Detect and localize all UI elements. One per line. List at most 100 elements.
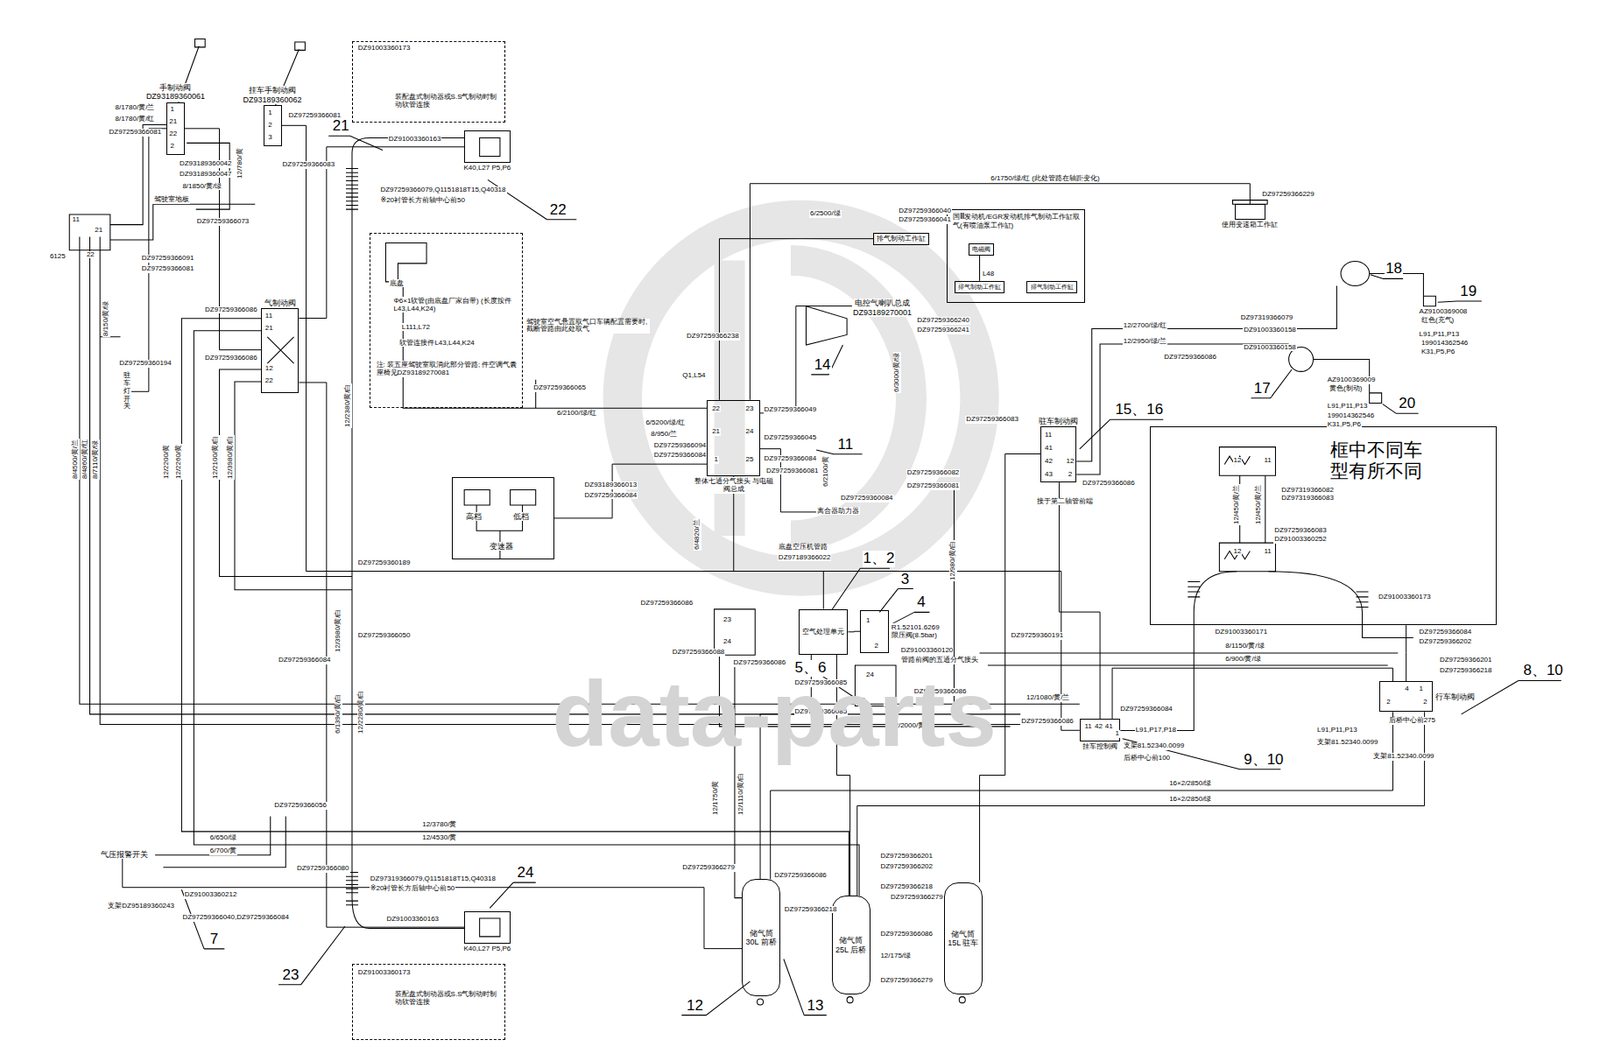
node-text: R1.52101.6269 <box>890 623 941 632</box>
part-label: DZ97259366065 <box>532 384 587 393</box>
part-label: DZ97259366086 <box>733 659 788 668</box>
part-label: DZ97259360084 <box>839 494 895 503</box>
part-label: DZ91003360171 <box>1214 628 1269 637</box>
pipe-connector <box>298 382 465 928</box>
part-label: DZ97319366079,Q1151818T15,Q40318 <box>369 875 497 884</box>
part-label: DZ97259366086 <box>640 599 695 608</box>
node-text: 电控气喇叭总成 <box>853 298 911 308</box>
valve-symbol <box>69 39 1436 938</box>
part-label: DZ97259366279 <box>681 864 736 873</box>
pipe-spec: 12/450/黄/兰 <box>1254 484 1263 526</box>
part-label: 23 <box>745 405 755 414</box>
part-label: DZ97259366279 <box>889 894 945 903</box>
part-label: 23 <box>722 616 733 625</box>
node-text: K40,L27 P5,P6 <box>462 944 512 953</box>
part-label: 16×2/2850/绿 <box>1168 796 1213 804</box>
part-label: L91,P11,P13 <box>1418 331 1461 339</box>
part-label: 12/2700/绿/红 <box>1122 322 1168 331</box>
part-label: DZ97259366202 <box>1418 638 1474 647</box>
part-label: DZ91003360173 <box>357 969 412 978</box>
part-label: 8/1150/黄/绿 <box>1224 642 1265 651</box>
caption: 使用变速箱工作缸 <box>1220 220 1279 229</box>
node-text: K40,L27 P5,P6 <box>462 163 512 172</box>
part-label: DZ97259366241 <box>916 326 971 335</box>
part-label: K31,P5,P6 <box>1420 348 1456 357</box>
part-label: 22 <box>264 377 275 386</box>
part-label: 2 <box>1385 698 1391 707</box>
callout-number: 7 <box>209 931 219 949</box>
pipe-spec: 12/2380/黄/白 <box>344 383 353 429</box>
part-label: DZ91003360120 <box>900 647 955 656</box>
pipe-spec: 12/780/黄 <box>236 147 245 180</box>
callout-number: 13 <box>805 998 825 1015</box>
part-label: 1 <box>169 105 175 114</box>
node-text: 电磁阀 <box>971 246 992 254</box>
pipe-spec: 6/1390/黄/白 <box>334 693 343 735</box>
pipe-connector <box>718 239 874 401</box>
part-label: DZ97319366082 <box>1280 486 1335 495</box>
part-label: DZ97259366202 <box>879 863 934 872</box>
node-text: 排气制动工作缸 <box>1029 283 1075 291</box>
part-label: DZ97259360191 <box>1010 632 1065 641</box>
part-label: DZ97259360194 <box>118 359 173 368</box>
valve-box: 排气制动工作缸 <box>954 281 1005 294</box>
reservoir-tank: 储气筒 15L 驻车 <box>944 882 983 995</box>
part-label: DZ93189360047 <box>178 170 233 179</box>
part-label: DZ97259366086 <box>1081 479 1136 488</box>
part-label: DZ97259366086 <box>1162 353 1218 362</box>
node-text: 驻车制动阀 <box>1037 416 1079 426</box>
pipe-spec: 12/1750/黄 <box>711 780 720 817</box>
callout-number: 3 <box>900 571 910 589</box>
part-label: 21 <box>264 324 275 333</box>
node-text: 储气筒 25L 后桥 <box>834 936 868 955</box>
part-label: 2 <box>873 642 879 651</box>
part-label: 41 <box>1043 444 1054 453</box>
part-label: 11 <box>71 216 81 225</box>
part-label: L91,P11,P13 <box>1316 726 1359 735</box>
part-label: 12 <box>1233 548 1243 557</box>
pipe-spec: 12/2280/黄/白 <box>357 690 366 735</box>
part-label: 12/3780/黄 <box>421 821 458 830</box>
part-label: 24 <box>722 638 733 647</box>
node-text: 挂车控制阀 <box>1081 742 1119 751</box>
callout-number: 24 <box>516 865 536 882</box>
node-text: 手制动阀 <box>158 83 192 92</box>
component-label: 离合器助力器 <box>816 507 860 515</box>
part-label: 2 <box>1422 698 1428 707</box>
group-region: 框中不同车 型有所不同 <box>1149 426 1497 626</box>
caption: 驻车制动阀 <box>1037 416 1079 426</box>
drain-valve <box>757 999 764 1006</box>
part-label: DZ97259366201 <box>879 852 934 861</box>
part-label: L48 <box>981 270 995 279</box>
callout-number: 4 <box>916 594 926 612</box>
pipe-spec: 8/4500/黄/兰 <box>71 438 80 480</box>
node-text: 储气筒 30L 前桥 <box>744 929 778 948</box>
part-label: 11 <box>1262 457 1272 466</box>
caption: 挂车控制阀 <box>1081 742 1119 751</box>
node-text: 驻车灯开关 <box>122 372 132 411</box>
part-label: DZ97259366084 <box>653 451 708 460</box>
callout-number: 8、10 <box>1522 662 1564 680</box>
callout-number: 22 <box>549 202 568 219</box>
part-label: DZ97259366073 <box>196 218 251 226</box>
callout-number: 1、2 <box>862 550 896 568</box>
reservoir-tank: 储气筒 30L 前桥 <box>741 879 781 997</box>
part-label: 11 <box>1083 723 1093 732</box>
pipe-spec: 8/150/黄/绿 <box>102 299 111 337</box>
part-label: 43 <box>1043 471 1054 480</box>
part-label: DZ97259366240 <box>916 317 971 325</box>
valve-box: 使用变速箱工作缸 <box>1234 204 1266 219</box>
part-label: 6/5200/绿/红 <box>644 419 686 428</box>
node-text: DZ93189360062 <box>242 95 304 105</box>
part-label: DZ97259366040,DZ97259366084 <box>181 914 289 923</box>
part-label: 1 <box>712 456 719 465</box>
pipe-connector <box>760 306 853 414</box>
part-label: ※20衬管长方前轴中心前50 <box>379 197 466 205</box>
part-label: 22 <box>168 130 178 139</box>
group-region: 装配盘式制动器或S.S气制动时制动软管连接 <box>352 41 506 123</box>
part-label: 24 <box>745 428 755 437</box>
part-label: DZ97259366086 <box>773 872 828 881</box>
valve-box: 空气处理单元 <box>798 609 848 656</box>
part-label: 6/650/绿 <box>209 834 238 843</box>
valve-box: K40,L27 P5,P6 <box>464 911 510 945</box>
